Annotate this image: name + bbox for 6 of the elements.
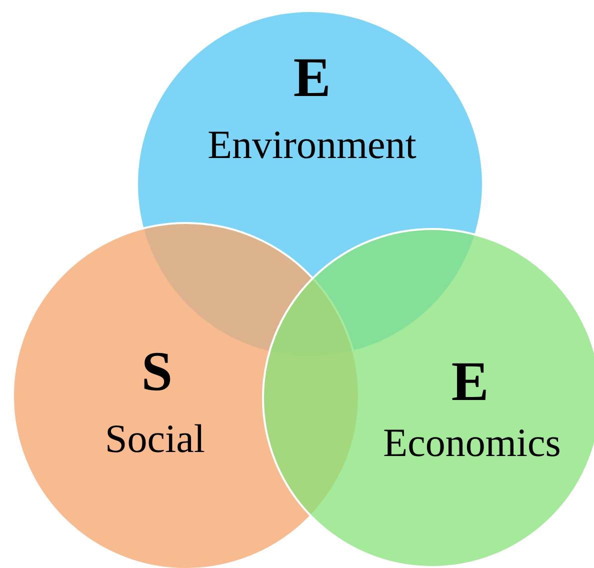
initial-letter: E bbox=[293, 50, 331, 106]
initial-letter: S bbox=[141, 344, 173, 400]
circle-label: Environment bbox=[208, 125, 416, 165]
circle-label: Social bbox=[105, 419, 205, 459]
circle-label: Economics bbox=[383, 423, 561, 463]
initial-letter: E bbox=[451, 354, 489, 410]
